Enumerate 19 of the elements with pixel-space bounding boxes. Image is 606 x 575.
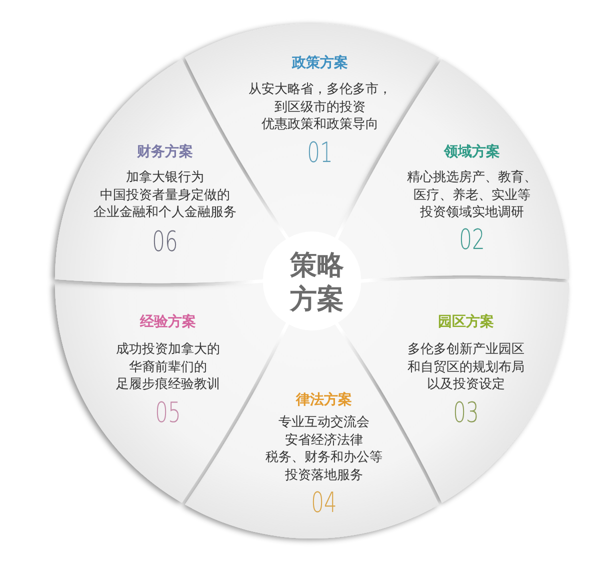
description-text: 从安大略省，多伦多市，到区级市的投资优惠政策和政策导向 xyxy=(248,81,392,134)
section-title: 财务方案 xyxy=(137,143,193,161)
section-title: 领域方案 xyxy=(444,143,500,161)
step-number: 01 xyxy=(307,138,333,168)
step-number: 05 xyxy=(155,398,181,428)
section-title: 政策方案 xyxy=(292,54,348,72)
section-title: 律法方案 xyxy=(296,391,352,409)
description-text: 多伦多创新产业园区和自贸区的规划布局以及投资设定 xyxy=(408,341,524,394)
step-number: 06 xyxy=(152,227,178,257)
description-text: 专业互动交流会安省经济法律税务、财务和办公等投资落地服务 xyxy=(266,414,382,484)
description-text: 精心挑选房产、教育、医疗、养老、实业等投资领域实地调研 xyxy=(407,169,537,222)
step-number: 04 xyxy=(311,488,337,518)
section-title: 经验方案 xyxy=(140,313,196,331)
step-number: 02 xyxy=(459,225,485,255)
step-number: 03 xyxy=(453,398,479,428)
section-title: 园区方案 xyxy=(438,313,494,331)
description-text: 加拿大银行为中国投资者量身定做的企业金融和个人金融服务 xyxy=(94,169,236,222)
description-text: 成功投资加拿大的华裔前辈们的足履步痕经验教训 xyxy=(116,341,220,394)
center-title: 策略方案 xyxy=(290,249,344,317)
